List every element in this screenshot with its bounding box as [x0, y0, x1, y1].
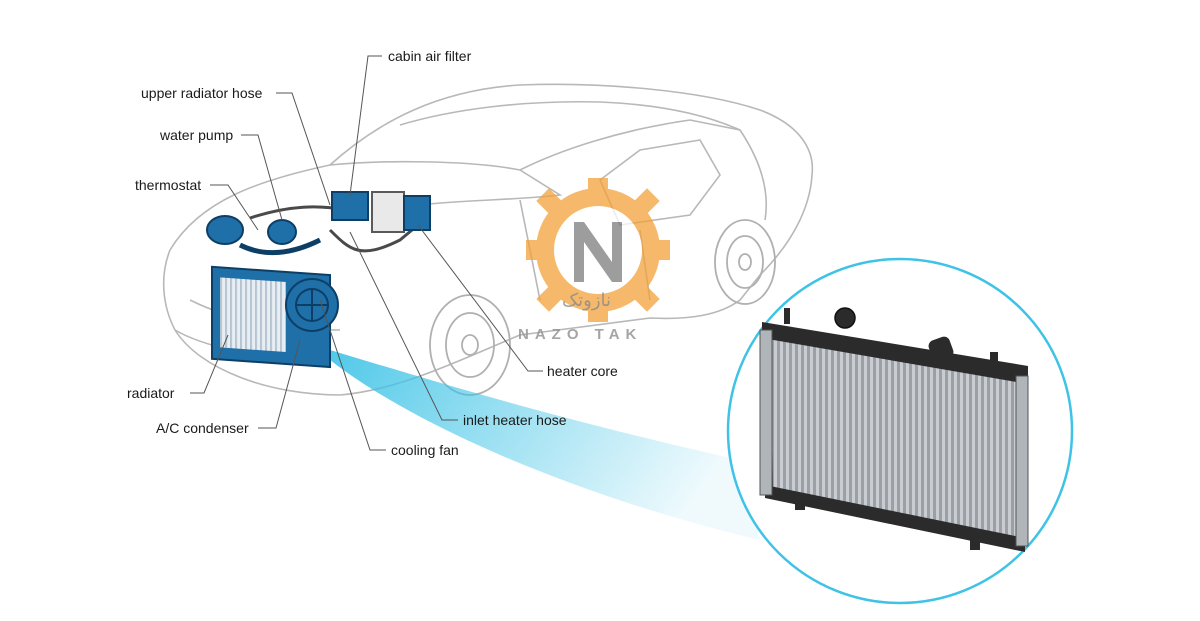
lower-hose	[238, 237, 322, 256]
label-cabin-air-filter: cabin air filter	[388, 48, 472, 64]
label-water-pump: water pump	[160, 127, 234, 143]
rear-wheel	[714, 219, 776, 305]
label-upper-radiator-hose: upper radiator hose	[141, 85, 263, 101]
radiator-cap	[834, 307, 856, 329]
zoom-beam	[330, 350, 760, 540]
cooling-components	[206, 191, 431, 369]
watermark-latin-text: NAZO TAK	[518, 326, 643, 343]
label-inlet-heater-hose: inlet heater hose	[463, 412, 567, 428]
upper-hose	[249, 205, 346, 220]
heater-hose	[328, 213, 431, 253]
radiator-product-image	[759, 307, 1029, 552]
watermark-arabic-text: نازوتک	[562, 290, 611, 311]
label-heater-core: heater core	[547, 363, 618, 379]
engine-part-left	[206, 215, 244, 245]
leader-lines	[190, 55, 543, 451]
inlet-neck	[928, 336, 954, 362]
label-radiator: radiator	[127, 385, 175, 401]
label-cooling-fan: cooling fan	[391, 442, 459, 458]
heater-core-box	[371, 191, 405, 233]
label-ac-condenser: A/C condenser	[156, 420, 249, 436]
radiator-core	[220, 277, 286, 352]
water-pump-body	[267, 219, 297, 245]
blower-housing	[331, 191, 369, 221]
watermark-gear-icon	[526, 178, 670, 322]
evaporator-box	[403, 195, 431, 231]
label-thermostat: thermostat	[135, 177, 202, 193]
